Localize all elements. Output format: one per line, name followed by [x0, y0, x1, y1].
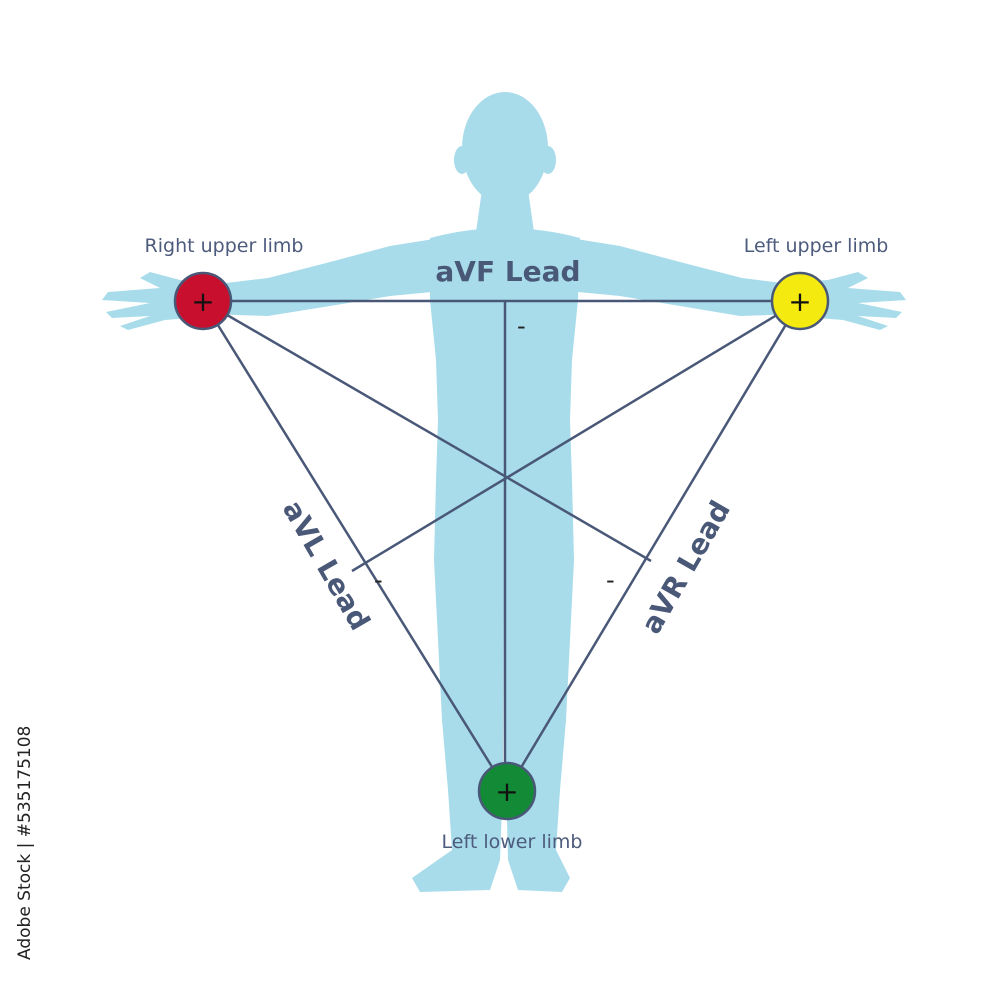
right-upper-electrode-circle: [173, 271, 233, 331]
left-upper-plus-sign: +: [788, 285, 811, 318]
left-ear: [454, 146, 470, 174]
torso-and-legs: [412, 228, 580, 892]
head: [462, 92, 548, 204]
lead-line-ii: [201, 300, 509, 792]
avl-negative-sign: -: [374, 566, 383, 594]
avf-lead-label: aVF Lead: [435, 255, 580, 288]
left-lower-electrode-circle: [477, 761, 537, 821]
left-upper-electrode: +: [770, 271, 830, 331]
stock-id-watermark: Adobe Stock | #535175108: [15, 726, 35, 960]
lead-line-iii: [505, 300, 802, 792]
lead-lines: [201, 299, 802, 792]
left-upper-electrode-circle: [770, 271, 830, 331]
left-arm: [570, 238, 800, 316]
left-lower-electrode: +: [477, 761, 537, 821]
left-lower-limb-label: Left lower limb: [442, 831, 583, 853]
right-upper-electrode: +: [173, 271, 233, 331]
left-lower-plus-sign: +: [495, 775, 518, 808]
right-upper-limb-label: Right upper limb: [145, 235, 304, 257]
avl-axis-line: [351, 299, 801, 573]
right-ear: [540, 146, 556, 174]
right-upper-plus-sign: +: [191, 285, 214, 318]
left-upper-limb-label: Left upper limb: [744, 235, 889, 257]
avf-negative-sign: -: [517, 312, 526, 340]
avr-axis-line: [202, 299, 652, 563]
neck: [476, 190, 534, 232]
avr-lead-label: aVR Lead: [635, 495, 737, 639]
avr-negative-sign: -: [606, 566, 615, 594]
right-arm: [208, 238, 440, 316]
